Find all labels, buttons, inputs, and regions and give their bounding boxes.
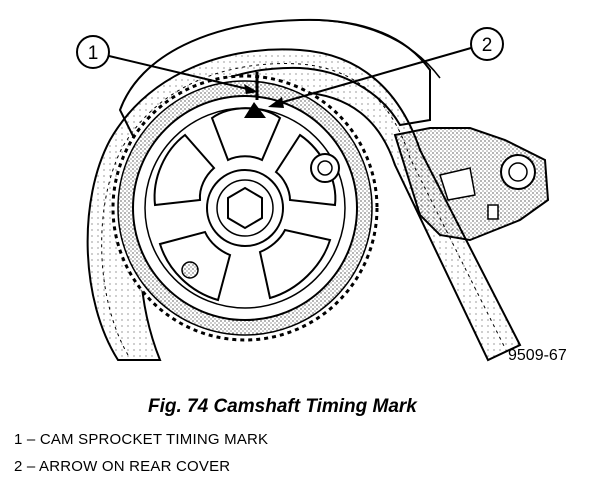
cam-sprocket — [111, 74, 379, 342]
rear-cover-arrow — [244, 102, 266, 118]
callout-1-number: 1 — [88, 43, 99, 64]
callout-1: 1 — [76, 35, 258, 94]
callout-2: 2 — [268, 27, 504, 108]
figure-caption: Fig. 74 Camshaft Timing Mark — [148, 396, 417, 417]
hub-bolt-hex — [227, 186, 263, 230]
legend-item-2: 2 – ARROW ON REAR COVER — [14, 458, 231, 475]
callout-2-number: 2 — [482, 35, 493, 56]
camshaft-sprocket-illustration: 1 2 9509-67 — [76, 18, 567, 364]
legend-item-1: 1 – CAM SPROCKET TIMING MARK — [14, 431, 269, 448]
tensioner-bracket — [393, 127, 550, 242]
figure-id: 9509-67 — [508, 347, 567, 364]
